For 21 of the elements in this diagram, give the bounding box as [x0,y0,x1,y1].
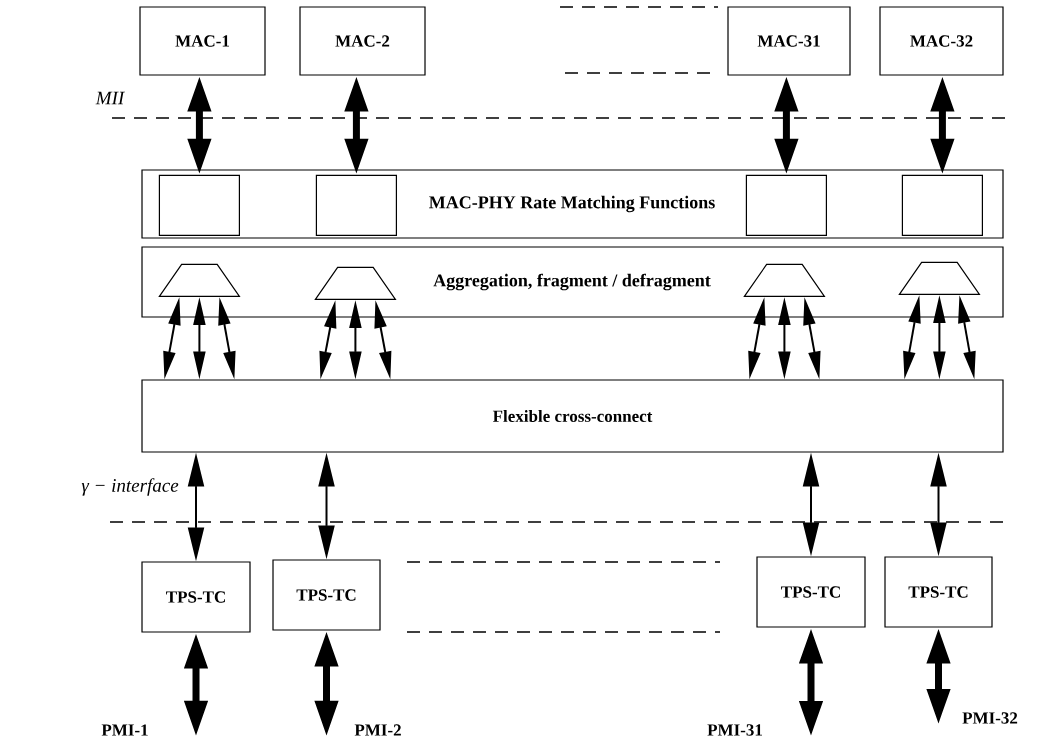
block-box: MAC-31 [727,6,851,76]
small-box [158,174,240,236]
port-label: PMI-31 [707,724,762,736]
small-box [901,174,983,236]
interface-label: γ − interface [81,478,179,496]
band-box: MAC-PHY Rate Matching Functions [141,169,1004,239]
port-label: PMI-32 [962,712,1018,724]
interface-label: MII [95,91,125,105]
block-box: MAC-1 [139,6,266,76]
block-box: TPS-TC [756,556,866,628]
block-box: TPS-TC [141,561,251,633]
block-box: Flexible cross-connect [141,379,1004,453]
block-box: TPS-TC [272,559,381,631]
port-label: PMI-2 [354,724,401,736]
small-box [315,174,397,236]
band-box: Aggregation, fragment / defragment [141,246,1004,318]
small-box [745,174,827,236]
block-box: MAC-32 [879,6,1004,76]
port-label: PMI-1 [101,724,148,736]
block-box: TPS-TC [884,556,993,628]
block-box: MAC-2 [299,6,426,76]
